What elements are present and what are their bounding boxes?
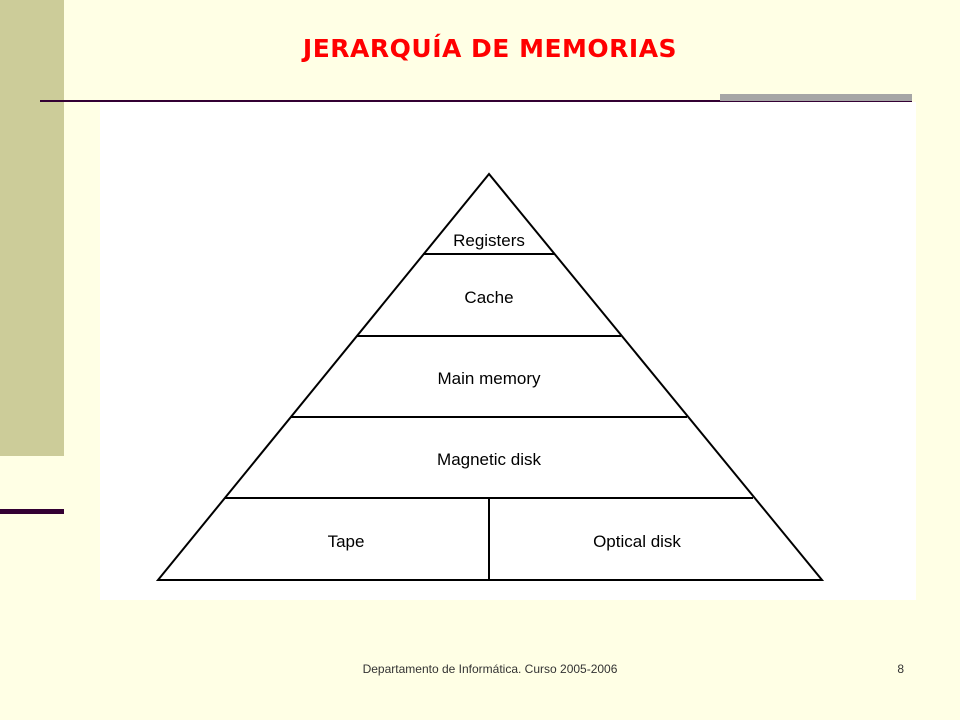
level-label-registers: Registers: [453, 231, 525, 250]
slide-footer: Departamento de Informática. Curso 2005-…: [362, 662, 618, 676]
left-accent-bar: [0, 509, 64, 514]
level-label-optical-disk: Optical disk: [593, 532, 681, 551]
page-number: 8: [897, 662, 904, 676]
memory-hierarchy-diagram: Registers Cache Main memory Magnetic dis…: [100, 102, 916, 600]
level-label-main-memory: Main memory: [438, 369, 541, 388]
level-label-magnetic-disk: Magnetic disk: [437, 450, 541, 469]
pyramid-svg: Registers Cache Main memory Magnetic dis…: [155, 172, 825, 581]
level-label-cache: Cache: [464, 288, 513, 307]
level-label-tape: Tape: [328, 532, 365, 551]
title-underline: [40, 100, 912, 102]
slide-title: JERARQUÍA DE MEMORIAS: [302, 34, 678, 63]
left-decorative-band: [0, 0, 64, 456]
title-underline-accent: [720, 94, 912, 101]
